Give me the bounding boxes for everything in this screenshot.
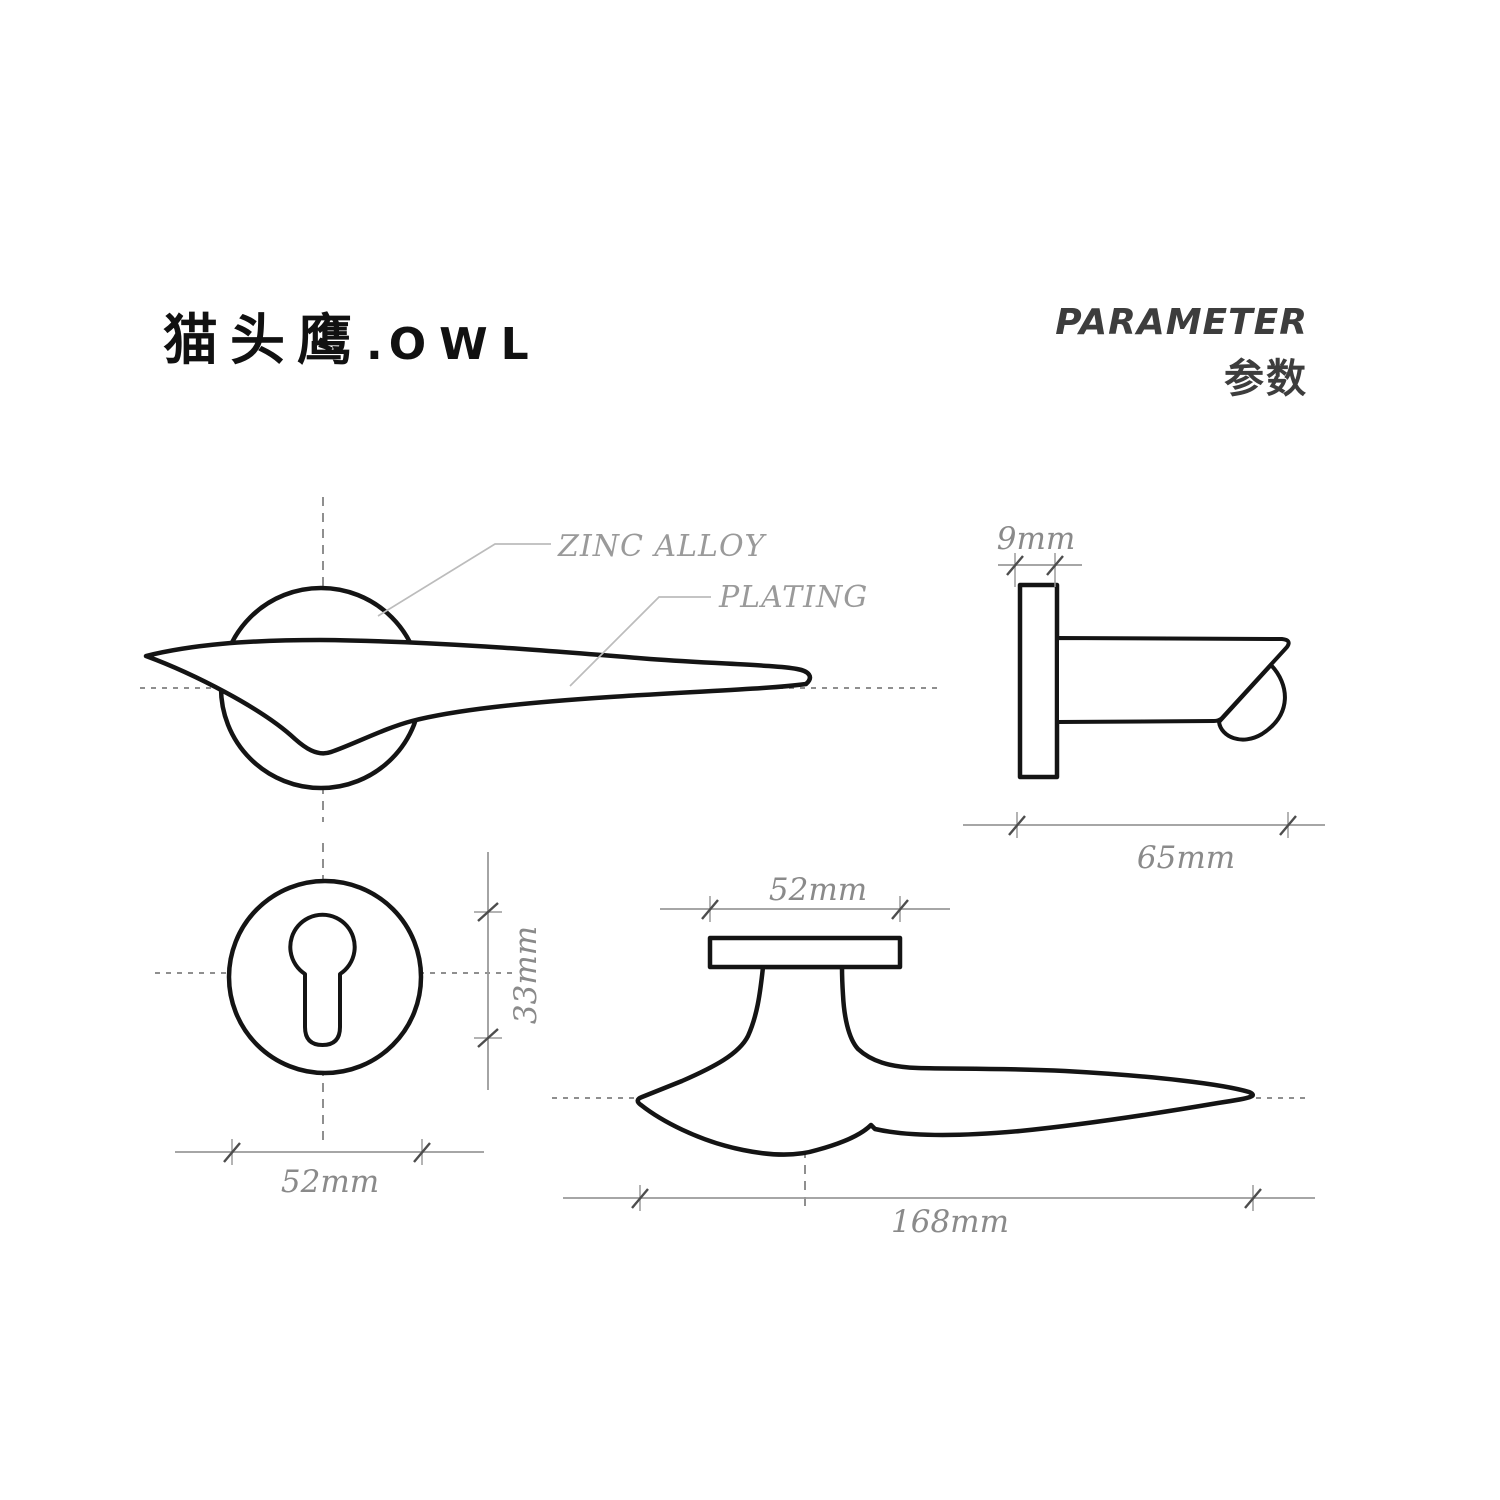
brand-name-en: OWL (388, 319, 542, 370)
section-title-zh: 参数 (1224, 356, 1308, 402)
material-leader-line (377, 543, 551, 617)
rosette-plate-top (707, 935, 903, 970)
handle-side-grip-curl (1217, 663, 1287, 742)
side-view: 9mm 65mm (963, 521, 1325, 876)
dimension-rosette-width: 52mm (660, 872, 950, 922)
dimension-overall-length: 168mm (563, 1185, 1315, 1240)
section-heading: PARAMETER 参数 (1055, 302, 1308, 404)
dim-text-52mm-rosette: 52mm (769, 872, 867, 908)
finish-leader-line (569, 596, 711, 687)
finish-label: PLATING (718, 580, 868, 615)
material-label: ZINC ALLOY (557, 529, 768, 564)
dim-text-33mm: 33mm (508, 926, 544, 1024)
section-title-en: PARAMETER (1055, 302, 1308, 343)
handle-top-profile (635, 964, 1255, 1157)
top-view: 52mm 168mm (552, 872, 1315, 1240)
rosette-plate-side (1017, 582, 1060, 780)
escutcheon-view: 33mm 52mm (155, 843, 544, 1200)
dim-text-9mm: 9mm (997, 521, 1076, 557)
brand-name-cn: 猫头鹰 (163, 308, 365, 372)
dimension-handle-projection: 65mm (963, 812, 1325, 876)
keyhole (288, 912, 357, 1047)
dim-text-52mm-escutcheon: 52mm (281, 1164, 379, 1200)
handle-lever-front (143, 637, 813, 756)
dimension-escutcheon-diameter: 52mm (175, 1139, 484, 1200)
dim-text-65mm: 65mm (1137, 840, 1235, 876)
dim-text-168mm: 168mm (891, 1204, 1009, 1240)
brand-title: 猫头鹰 . OWL (163, 295, 542, 375)
dimension-keyhole-height: 33mm (474, 852, 544, 1090)
dimension-rosette-thickness: 9mm (997, 521, 1082, 587)
brand-separator: . (366, 319, 383, 370)
front-view: ZINC ALLOY PLATING (140, 497, 940, 822)
